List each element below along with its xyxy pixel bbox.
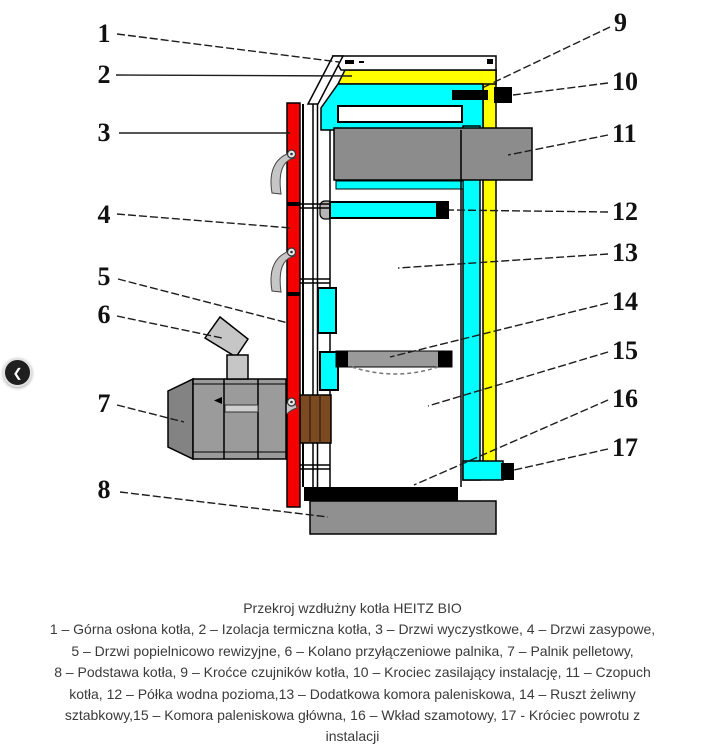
top-cover (331, 55, 497, 71)
figure-caption: Przekroj wzdłużny kotła HEITZ BIO 1 – Gó… (0, 598, 705, 748)
leader-line (117, 278, 289, 324)
leader-line (119, 491, 329, 518)
boiler-cross-section-figure: 1 2 3 4 5 6 7 (98, 8, 638, 535)
caption-line: sztabkowy,15 – Komora paleniskowa główna… (64, 707, 641, 724)
callout-number: 17 (612, 433, 638, 462)
callout-13: 13 (397, 238, 638, 269)
door-divider (287, 202, 300, 206)
callout-14: 14 (389, 287, 638, 358)
caption-line: 8 – Podstawa kotła, 9 – Kroćce czujników… (54, 664, 651, 681)
door-screw (286, 247, 297, 257)
callout-number: 13 (612, 238, 638, 267)
burner-elbow (203, 315, 250, 380)
caption-line: 1 – Górna osłona kotła, 2 – Izolacja ter… (49, 621, 656, 638)
water-pocket-lower (319, 351, 339, 391)
leader-line (448, 209, 609, 213)
callout-number: 10 (612, 67, 638, 96)
insulation-top-band (336, 69, 497, 85)
door-handle-top (270, 151, 296, 195)
burner-mount-block (299, 394, 332, 444)
callout-number: 5 (98, 262, 111, 291)
water-pocket-upper (317, 287, 337, 334)
callout-8: 8 (98, 475, 329, 518)
top-cover-screw (345, 60, 354, 64)
leader-line (507, 134, 609, 156)
leader-line (512, 82, 609, 96)
caption-line: kotła, 12 – Półka wodna pozioma,13 – Dod… (69, 685, 636, 702)
callout-number: 12 (612, 197, 638, 226)
return-stub (501, 463, 514, 480)
door-screw (286, 149, 297, 159)
callout-number: 3 (98, 118, 111, 147)
callout-number: 2 (98, 60, 111, 89)
callout-3: 3 (98, 118, 290, 147)
callout-2: 2 (98, 60, 353, 89)
chamotte-insert (304, 487, 458, 501)
callout-number: 1 (98, 19, 111, 48)
callout-number: 15 (612, 336, 638, 365)
caption-title: Przekroj wzdłużny kotła HEITZ BIO (243, 600, 462, 616)
leader-line (413, 399, 609, 486)
top-cover-mark (359, 61, 364, 63)
supply-stub (494, 87, 512, 103)
callout-15: 15 (427, 336, 638, 407)
flue-passage-slot (337, 105, 463, 123)
callout-9: 9 (481, 8, 627, 89)
front-doors-strip (286, 102, 301, 508)
carousel-prev-button[interactable]: ❮ (3, 358, 32, 387)
callout-number: 4 (98, 200, 111, 229)
callout-number: 16 (612, 384, 638, 413)
grate-right-cap (438, 351, 452, 367)
door-divider (287, 292, 300, 296)
callout-number: 7 (98, 389, 111, 418)
leader-line (481, 26, 611, 89)
water-jacket-strip (335, 180, 464, 190)
callout-number: 6 (98, 300, 111, 329)
callout-5: 5 (98, 262, 289, 324)
burner-knob (214, 397, 222, 404)
grate-sag-line (351, 366, 439, 375)
callout-1: 1 (98, 19, 340, 63)
leader-line (116, 404, 185, 423)
grate (335, 350, 453, 368)
callout-6: 6 (98, 300, 223, 339)
water-shelf-end-cap (436, 202, 448, 218)
leader-line (116, 213, 292, 229)
callout-12: 12 (448, 197, 638, 226)
callout-7: 7 (98, 389, 185, 423)
boiler-cross-section-svg: 1 2 3 4 5 6 7 (98, 8, 638, 535)
leader-line (116, 315, 223, 339)
door-handle-middle (270, 249, 296, 293)
boiler-base (309, 500, 497, 535)
callout-17: 17 (513, 433, 638, 471)
leader-line (116, 33, 340, 63)
callout-10: 10 (512, 67, 638, 96)
leader-line (115, 74, 353, 77)
return-elbow (462, 460, 504, 481)
callout-number: 9 (614, 8, 627, 37)
chevron-left-icon: ❮ (12, 365, 23, 380)
flue-outlet-czopuch (333, 127, 533, 181)
pellet-burner (167, 377, 287, 461)
callout-number: 14 (612, 287, 638, 316)
callout-11: 11 (507, 119, 637, 156)
water-shelf (329, 201, 449, 219)
leader-line (427, 351, 609, 407)
caption-line: instalacji (325, 728, 380, 745)
sensor-well (452, 90, 488, 100)
callout-number: 8 (98, 475, 111, 504)
door-screw (286, 397, 297, 407)
callout-number: 11 (612, 119, 637, 148)
leader-line (513, 448, 609, 471)
caption-line: 5 – Drzwi popielnicowo rewizyjne, 6 – Ko… (71, 642, 634, 659)
top-cover-corner-mark (487, 59, 493, 64)
grate-left-cap (336, 351, 348, 367)
callout-16: 16 (413, 384, 638, 486)
leader-line (389, 302, 609, 358)
leader-line (397, 253, 609, 269)
callout-4: 4 (98, 200, 292, 229)
